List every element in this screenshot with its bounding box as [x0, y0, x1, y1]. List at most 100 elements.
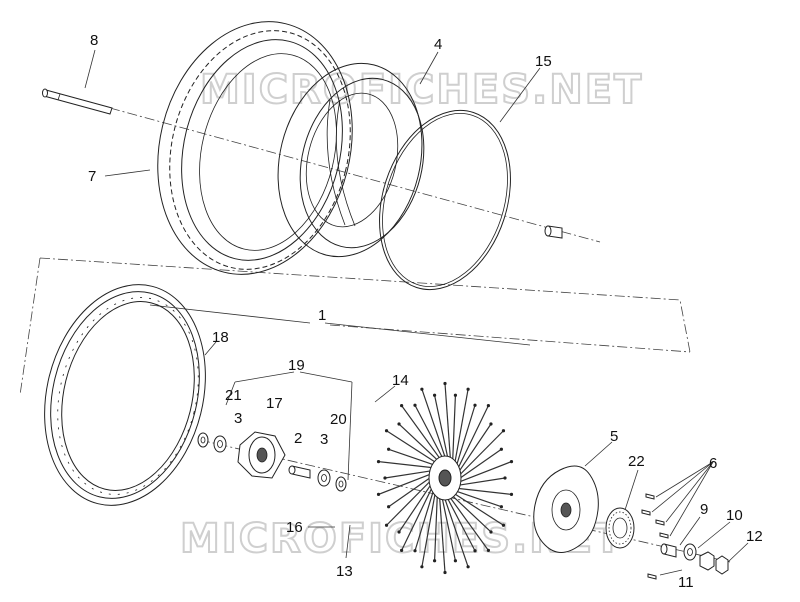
callout-6: 6	[709, 455, 717, 472]
callout-14: 14	[392, 372, 409, 389]
spoke	[453, 389, 469, 468]
screws-part	[641, 493, 669, 580]
spoke	[448, 492, 492, 533]
spoke	[456, 423, 492, 476]
spoke-nipple	[384, 429, 389, 433]
callout-1: 1	[318, 307, 326, 324]
callout-19: 19	[288, 357, 305, 374]
spoke	[433, 395, 450, 463]
spoke-nipple	[397, 422, 401, 426]
callout-3b: 3	[320, 431, 328, 448]
sensor-ring-part	[605, 507, 635, 549]
spoke-set-part	[376, 381, 514, 575]
spoke-nipple	[443, 381, 447, 386]
spoke	[455, 477, 506, 487]
spoke	[452, 489, 502, 508]
spoke	[401, 405, 444, 463]
spoke-nipple	[499, 447, 503, 451]
spoke	[401, 483, 435, 551]
spacer-part	[544, 225, 563, 239]
spoke	[433, 490, 439, 561]
rim-band-part	[379, 109, 511, 291]
callout-5: 5	[610, 428, 618, 445]
spoke-nipple	[443, 570, 447, 575]
spoke-nipple	[432, 393, 437, 397]
callout-18: 18	[212, 329, 229, 346]
spoke	[446, 493, 489, 551]
spoke	[384, 469, 435, 479]
spoke	[421, 389, 448, 463]
spoke-nipple	[499, 505, 503, 509]
spoke-nipple	[489, 530, 493, 534]
spoke-nipple	[413, 403, 417, 407]
spoke-nipple	[432, 559, 437, 563]
leader-lines	[84, 49, 749, 576]
callout-15: 15	[535, 53, 552, 70]
spoke-nipple	[509, 459, 514, 464]
spoke-nipple	[466, 387, 470, 391]
spoke-nipple	[486, 548, 490, 552]
spoke	[378, 472, 434, 495]
callout-21: 21	[225, 387, 242, 404]
callout-2: 2	[294, 430, 302, 447]
spoke	[398, 480, 434, 533]
assembly-outline	[19, 257, 691, 396]
spoke-nipple	[473, 549, 477, 553]
spoke-nipple	[420, 565, 424, 569]
tyre-part	[157, 21, 353, 275]
spoke	[438, 491, 446, 573]
spoke	[414, 486, 436, 551]
watermark-top: MICROFICHES.NET	[200, 67, 643, 113]
callout-20: 20	[330, 411, 347, 428]
spoke	[456, 461, 512, 484]
callout-11: 11	[678, 574, 694, 591]
rim-part	[44, 284, 206, 506]
spoke-nipple	[453, 393, 458, 397]
spoke	[386, 430, 440, 465]
callout-17: 17	[266, 395, 283, 412]
spoke-nipple	[503, 476, 507, 480]
spoke-nipple	[397, 530, 401, 534]
spoke	[450, 491, 504, 526]
spoke-nipple	[453, 559, 458, 563]
spoke	[444, 383, 452, 465]
callout-4: 4	[434, 36, 442, 53]
brake-disc-part	[533, 465, 599, 553]
spoke-nipple	[387, 505, 391, 509]
spoke-nipple	[473, 403, 477, 407]
spoke	[388, 475, 434, 508]
spoke-nipple	[400, 548, 404, 552]
spoke-nipple	[420, 387, 424, 391]
callout-8: 8	[90, 32, 98, 49]
callout-9: 9	[700, 501, 708, 518]
spoke	[451, 395, 457, 466]
spoke	[440, 493, 457, 561]
callout-13: 13	[336, 563, 353, 580]
spoke	[454, 405, 476, 470]
callout-12: 12	[746, 528, 763, 545]
spoke	[421, 488, 437, 567]
spoke	[386, 477, 434, 526]
callout-16: 16	[286, 519, 303, 536]
spoke-nipple	[501, 429, 506, 433]
spoke-nipple	[387, 447, 391, 451]
spoke-nipple	[486, 404, 490, 408]
spoke-nipple	[466, 565, 470, 569]
callout-3a: 3	[234, 410, 242, 427]
spoke	[454, 487, 512, 496]
axle-part	[42, 88, 113, 115]
spoke	[414, 404, 446, 463]
spoke-nipple	[376, 492, 381, 497]
spoke-nipple	[413, 549, 417, 553]
spoke	[378, 460, 436, 469]
spoke	[455, 405, 489, 473]
spoke-nipple	[383, 476, 387, 480]
hub-parts	[197, 431, 347, 492]
spoke-nipple	[400, 404, 404, 408]
spoke-hub-bore	[438, 469, 452, 487]
spoke	[456, 448, 502, 481]
spoke-nipple	[501, 523, 506, 527]
callout-10: 10	[726, 507, 743, 524]
